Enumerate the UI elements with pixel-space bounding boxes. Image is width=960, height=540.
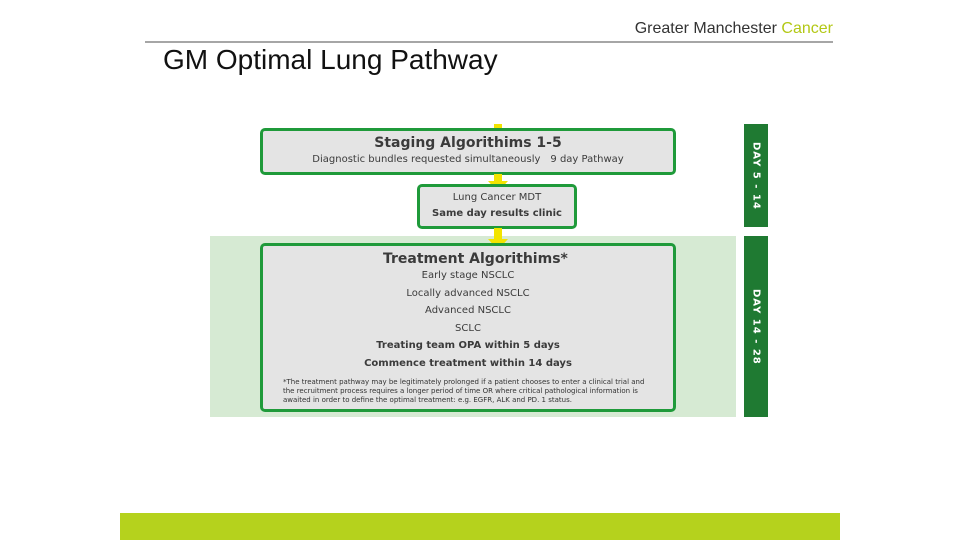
day-label-bar-1: DAY 5 - 14 [744, 124, 768, 227]
brand-accent: Cancer [781, 20, 833, 37]
arrow-stem-3 [494, 228, 502, 240]
mdt-box: Lung Cancer MDT Same day results clinic [417, 184, 577, 229]
treatment-item: Early stage NSCLC [421, 270, 515, 281]
treatment-footnote: *The treatment pathway may be legitimate… [283, 378, 645, 404]
staging-box: Staging Algorithims 1-5 Diagnostic bundl… [260, 128, 676, 175]
staging-sub-right: 9 day Pathway [550, 154, 624, 165]
header-divider [145, 41, 833, 43]
staging-sub-left: Diagnostic bundles requested simultaneou… [312, 154, 541, 165]
day-label-2: DAY 14 - 28 [750, 288, 762, 365]
footer-bar [120, 513, 840, 540]
brand-prefix: Greater Manchester [634, 20, 782, 37]
day-label-bar-2: DAY 14 - 28 [744, 236, 768, 417]
page-title: GM Optimal Lung Pathway [163, 44, 498, 75]
arrow-stem-2 [494, 174, 502, 182]
treatment-item-bold: Treating team OPA within 5 days [376, 340, 560, 351]
treatment-title: Treatment Algorithims* [383, 251, 568, 267]
brand-name: Greater Manchester Cancer [635, 20, 833, 38]
day-label-1: DAY 5 - 14 [750, 141, 762, 210]
treatment-item: Advanced NSCLC [425, 305, 511, 316]
arrow-stem-1 [494, 124, 502, 130]
staging-title: Staging Algorithims 1-5 [374, 135, 562, 151]
staging-subtitle: Diagnostic bundles requested simultaneou… [263, 154, 673, 165]
mdt-line-1: Lung Cancer MDT [452, 192, 542, 203]
treatment-item-bold: Commence treatment within 14 days [364, 357, 572, 369]
treatment-box: Treatment Algorithims* Early stage NSCLC… [260, 243, 676, 412]
treatment-item: Locally advanced NSCLC [406, 287, 530, 299]
mdt-line-2: Same day results clinic [432, 208, 562, 219]
treatment-item: SCLC [455, 322, 481, 334]
